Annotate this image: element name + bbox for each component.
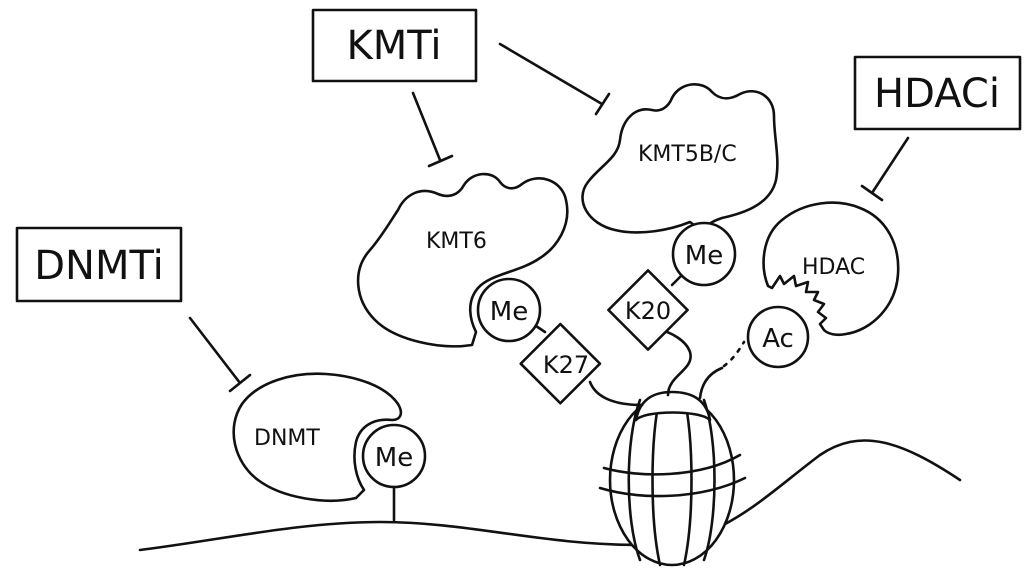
dnmt-enzyme — [232, 372, 403, 502]
hdac-enzyme — [762, 201, 900, 337]
kmt6-me-circle — [476, 277, 542, 343]
hdaci-box — [853, 55, 1022, 131]
dnmti-label: DNMTi — [34, 243, 164, 289]
kmt5bc-me-label: Me — [685, 241, 723, 271]
kmti-box — [311, 8, 478, 83]
nucleosome — [598, 390, 747, 567]
histone-tail-k27 — [588, 380, 644, 407]
kmti-to-kmt6-inhibition — [411, 91, 454, 168]
kmt6-label: KMT6 — [426, 229, 487, 254]
ac-label: Ac — [762, 324, 794, 354]
dnmti-box — [15, 226, 183, 303]
kmti-label: KMTi — [346, 23, 441, 69]
hdac-label: HDAC — [802, 255, 865, 280]
histone-tail-k20 — [658, 328, 692, 397]
ac-circle — [746, 305, 810, 369]
histone-tail-ac — [698, 366, 724, 400]
kmt6-me-label: Me — [490, 297, 528, 327]
dnmt-me-label: Me — [375, 443, 413, 473]
k27-site: K27 — [519, 322, 602, 405]
k20-label: K20 — [625, 297, 671, 325]
kmti-to-kmt5bc-inhibition — [498, 42, 611, 116]
kmt5bc-enzyme — [581, 83, 779, 236]
dnmt-label: DNMT — [254, 426, 320, 451]
dna-strand — [138, 439, 962, 552]
k27-label: K27 — [543, 351, 589, 379]
dnmti-to-dnmt-inhibition — [188, 316, 252, 393]
hdaci-label: HDACi — [874, 71, 1000, 117]
hdaci-to-hdac-inhibition — [860, 136, 910, 202]
kmt5bc-me-circle — [671, 221, 737, 287]
kmt6-enzyme — [356, 172, 569, 348]
k20-site: K20 — [607, 269, 689, 351]
kmt5bc-label: KMT5B/C — [638, 142, 737, 167]
histone-tail-ac-dotted — [722, 340, 746, 368]
